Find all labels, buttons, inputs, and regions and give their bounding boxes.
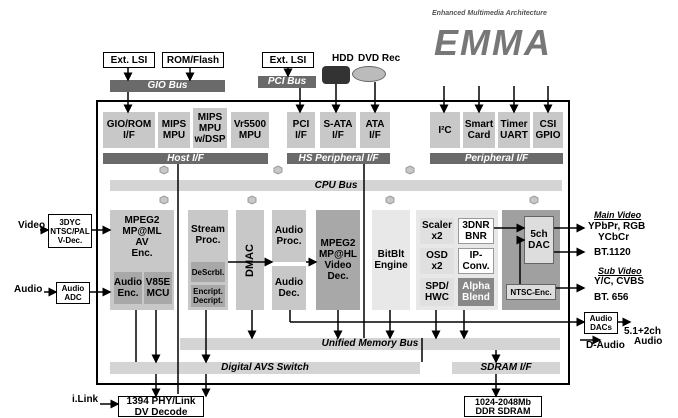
ip-conv-block: IP-Conv. (458, 248, 494, 274)
sub-video-label: Sub Video (598, 266, 642, 276)
hdd-label: HDD (332, 53, 354, 64)
descrambler-block: DeScrbl. (191, 262, 225, 282)
rom-flash-box: ROM/Flash (162, 52, 224, 68)
hex-marker-5 (247, 195, 257, 205)
hex-marker-7 (529, 195, 539, 205)
ycbcr-label: YCbCr (598, 232, 630, 243)
hex-marker-2 (273, 165, 283, 175)
pci-bus: PCI Bus (258, 76, 316, 88)
peripheral-if-bar: Peripheral I/F (430, 153, 563, 164)
main-video-label: Main Video (594, 210, 642, 220)
gio-bus: GIO Bus (110, 80, 225, 92)
hex-marker-4 (159, 195, 169, 205)
digital-avs-switch-bar: Digital AVS Switch (110, 362, 420, 374)
hex-marker-6 (385, 195, 395, 205)
encript-decript-block: Encript.Decript. (191, 285, 225, 307)
audio-input-label: Audio (14, 284, 43, 295)
video-input-label: Video (18, 220, 46, 231)
unified-memory-bus-bar: Unified Memory Bus (180, 338, 560, 350)
ilink-label: i.Link (72, 394, 99, 405)
d-audio-label: D-Audio (586, 340, 625, 351)
emma-logo: Enhanced Multimedia Architecture EMMA (430, 10, 670, 65)
hs-peripheral-if-bar: HS Peripheral I/F (287, 153, 390, 164)
5-1-2ch-audio-label: Audio (634, 336, 663, 347)
logo-name: EMMA (434, 22, 552, 63)
sdram-if-bar: SDRAM I/F (452, 362, 560, 374)
yc-cvbs-label: Y/C, CVBS (594, 276, 645, 287)
hex-marker-3 (405, 165, 415, 175)
ext-lsi-box-2: Ext. LSI (262, 52, 314, 68)
5-1-2ch-label: 5.1+2ch (624, 326, 661, 337)
cpu-bus-bar: CPU Bus (110, 180, 562, 191)
bt1120-label: BT.1120 (594, 247, 631, 258)
bt656-label: BT. 656 (594, 292, 629, 303)
dvd-disc-icon (352, 66, 386, 82)
dmac-block: DMAC (236, 210, 264, 310)
hdd-icon (322, 66, 350, 84)
dvd-rec-label: DVD Rec (358, 53, 401, 64)
logo-tagline: Enhanced Multimedia Architecture (432, 10, 547, 17)
ext-lsi-box-1: Ext. LSI (103, 52, 155, 68)
spd-hwc-block: SPD/HWC (420, 278, 454, 306)
host-if-bar: Host I/F (103, 153, 268, 164)
ypbpr-rgb-label: YPbPr, RGB (588, 221, 646, 232)
hex-marker-1 (159, 165, 169, 175)
i2c-block: I²C (430, 112, 460, 148)
ntsc-enc-block: NTSC-Enc. (506, 284, 556, 300)
